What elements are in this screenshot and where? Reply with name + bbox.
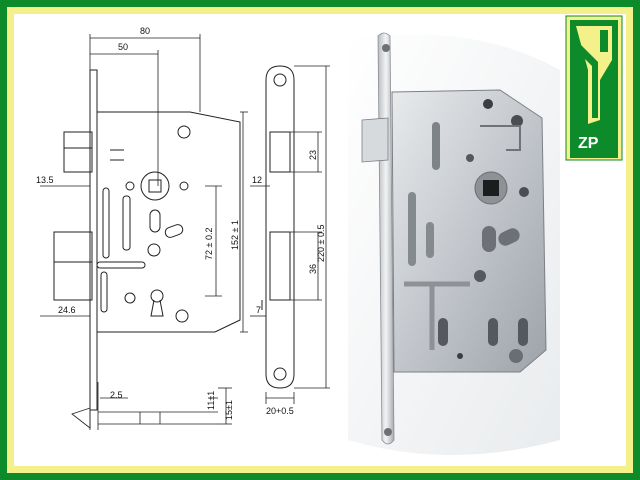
dim-72: 72 ± 0.2 [204,228,214,260]
lock-photo [348,32,560,456]
dim-12: 12 [252,175,262,185]
bolt-opening [269,231,291,301]
dim-80: 80 [140,26,150,36]
dim-50: 50 [118,42,128,52]
faceplate-dimension-lines [250,65,330,404]
dim-220: 220 ± 0.5 [316,225,326,262]
spindle-hub [140,171,170,201]
dim-23: 23 [308,150,318,160]
latch-outline [63,131,93,173]
technical-drawing-faceplate [261,65,295,389]
latch-opening [269,131,291,173]
dim-152: 152 ± 1 [230,220,240,250]
logo-text: ZP [578,135,599,152]
dim-13-5: 13.5 [36,175,54,185]
case-outline [96,111,241,333]
zp-logo: ZP [565,15,623,161]
faceplate-outline [89,69,98,411]
content-panel: 80 50 13.5 24.6 72 ± 0.2 152 ± 1 2.5 11±… [14,14,626,466]
dim-11: 11±1 [206,391,216,410]
dim-24-6: 24.6 [58,305,76,315]
dim-36: 36 [308,264,318,274]
technical-drawing-section [71,382,232,430]
bolt-outline [53,231,93,301]
technical-drawing-front [53,69,241,411]
zp-brand-logo-icon [576,26,612,124]
front-dimension-lines [40,34,248,333]
lock-illustration: 80 50 13.5 24.6 72 ± 0.2 152 ± 1 2.5 11±… [36,15,623,456]
faceplate-side-outline [265,65,295,389]
dim-2-5: 2.5 [110,390,123,400]
dim-20: 20+0.5 [266,406,294,416]
dim-7: 7 [256,305,261,315]
dim-15: 15±1 [224,400,234,420]
